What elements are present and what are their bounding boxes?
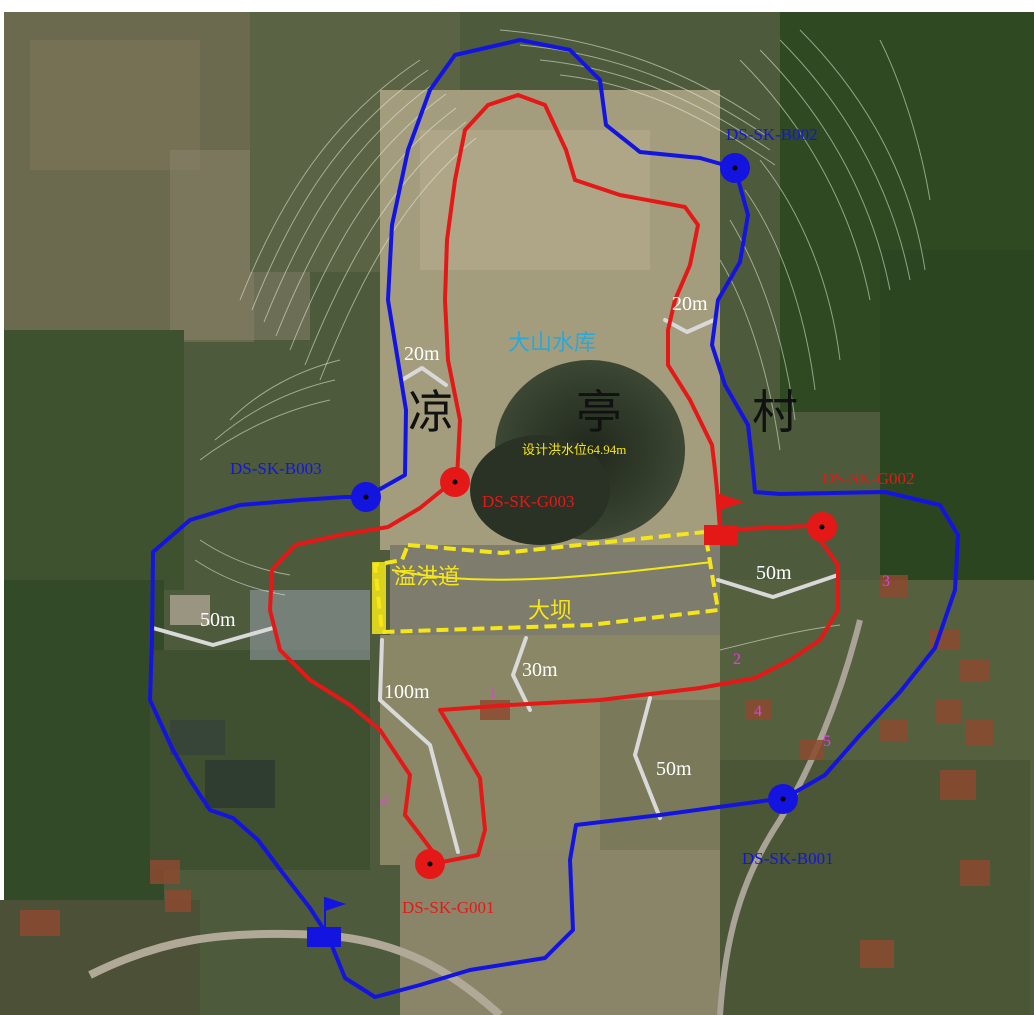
design-flood-level: 设计洪水位64.94m: [522, 442, 626, 457]
aerial-imagery: [0, 12, 1034, 1015]
point-ds-sk-b001[interactable]: [768, 784, 798, 814]
point-ds-sk-b003[interactable]: [351, 482, 381, 512]
house-number-5: 5: [823, 733, 831, 750]
distance-line-50m-south: [633, 696, 662, 820]
distance-line-50m-west: [151, 626, 275, 647]
distance-lines: [151, 318, 840, 854]
background-monitoring-boundary: [148, 38, 960, 999]
dam-area: [372, 529, 721, 635]
point-ds-sk-g002[interactable]: [807, 512, 837, 542]
house-number-4b: 4: [380, 793, 388, 810]
distance-line-100m: [378, 638, 460, 854]
label-ds-sk-g001: DS-SK-G001: [402, 898, 495, 917]
distance-line-50m-east: [716, 573, 840, 599]
village-char-2: 亭: [576, 387, 622, 438]
house-number-3: 3: [882, 573, 890, 590]
dam-outline: [372, 529, 721, 635]
contour-lines: [194, 29, 931, 651]
background-points: [351, 153, 798, 814]
reservoir-name: 大山水库: [508, 330, 596, 355]
village-char-3: 村: [752, 387, 798, 438]
house-number-2: 2: [733, 651, 741, 668]
point-ds-sk-b002[interactable]: [720, 153, 750, 183]
label-ds-sk-b003: DS-SK-B003: [230, 459, 322, 478]
distance-label-50m-east: 50m: [756, 562, 792, 584]
distance-label-100m: 100m: [384, 681, 430, 703]
dam-label: 大坝: [528, 598, 572, 623]
point-ds-sk-g003[interactable]: [440, 467, 470, 497]
flag-marker-red: [704, 494, 744, 545]
village-char-1: 凉: [408, 387, 454, 438]
distance-line-20m-east: [663, 318, 716, 334]
distance-label-50m-south: 50m: [656, 758, 692, 780]
distance-label-50m-west: 50m: [200, 609, 236, 631]
point-ds-sk-g001[interactable]: [415, 849, 445, 879]
house-number-4a: 4: [754, 703, 762, 720]
distance-line-20m-west: [400, 366, 448, 387]
distance-label-20m-west: 20m: [404, 343, 440, 365]
distance-label-30m: 30m: [522, 659, 558, 681]
distance-label-20m-east: 20m: [672, 293, 708, 315]
label-ds-sk-b002: DS-SK-B002: [726, 125, 818, 144]
spillway-channel: [391, 561, 713, 581]
control-points: [415, 467, 837, 879]
spillway-label: 溢洪道: [394, 564, 460, 589]
flag-marker-blue: [307, 897, 346, 947]
label-ds-sk-g003: DS-SK-G003: [482, 492, 575, 511]
distance-line-30m: [511, 636, 532, 712]
label-ds-sk-g002: DS-SK-G002: [822, 469, 915, 488]
house-number-1: 1: [489, 684, 497, 701]
label-ds-sk-b001: DS-SK-B001: [742, 849, 834, 868]
spillway-inlet: [372, 562, 386, 634]
control-monitoring-boundary: [268, 93, 840, 864]
